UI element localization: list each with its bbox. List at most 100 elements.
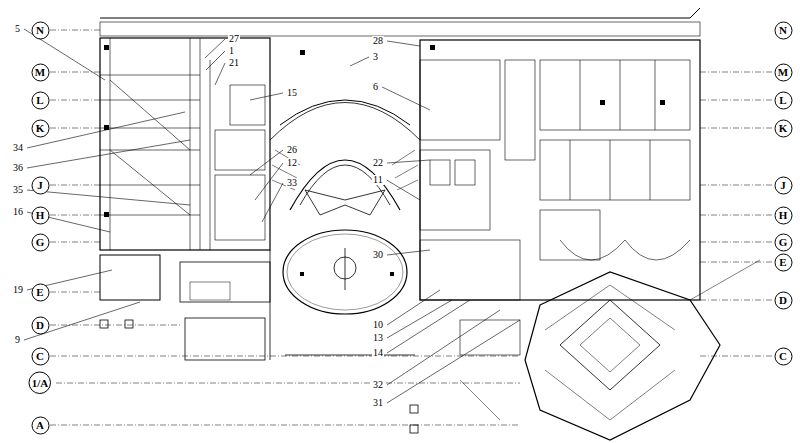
grid-letter: D [774, 295, 793, 306]
callout-number: 22 [372, 158, 384, 168]
grid-bubble: J [31, 176, 50, 195]
grid-bubble: M [31, 63, 50, 82]
grid-bubble: N [31, 21, 50, 40]
callout-number: 35 [12, 185, 24, 195]
leader-line [215, 63, 225, 85]
column-marks [104, 45, 665, 276]
leader-line [27, 140, 190, 168]
grid-letter: G [31, 237, 50, 248]
bubble-circle [775, 92, 792, 109]
bubble-circle [29, 372, 51, 394]
bubble-circle [775, 120, 792, 137]
bubble-circle [32, 317, 49, 334]
leader-line [387, 250, 430, 255]
grid-bubble: G [31, 233, 50, 252]
grid-bubble: M [774, 63, 793, 82]
callout-number: 30 [372, 250, 384, 260]
bubble-circle [775, 234, 792, 251]
bubble-circle [775, 22, 792, 39]
callout-number: 34 [12, 143, 24, 153]
grid-bubble: D [774, 291, 793, 310]
callout-number: 13 [372, 333, 384, 343]
leader-line [387, 41, 420, 46]
leader-line [387, 320, 520, 403]
callout-number: 14 [372, 348, 384, 358]
leader-line [255, 163, 283, 200]
grid-bubble: H [774, 206, 793, 225]
callout-number: 9 [14, 335, 21, 345]
callout-number: 28 [372, 36, 384, 46]
callout-number: 3 [372, 52, 379, 62]
grid-letter: M [774, 67, 793, 78]
leader-line [205, 39, 225, 58]
grid-bubble: L [774, 91, 793, 110]
bubble-circle [775, 292, 792, 309]
leader-line [382, 87, 430, 110]
bubble-circle [775, 207, 792, 224]
bubble-circle [32, 177, 49, 194]
callout-number: 10 [372, 320, 384, 330]
bubble-circle [775, 348, 792, 365]
callout-number: 31 [372, 398, 384, 408]
grid-bubble: A [31, 416, 50, 435]
grid-letter: H [774, 210, 793, 221]
grid-bubble: D [31, 316, 50, 335]
callout-number: 16 [12, 207, 24, 217]
grid-bubble: H [31, 206, 50, 225]
bubble-circle [32, 348, 49, 365]
grid-letter: M [31, 67, 50, 78]
grid-bubble: E [31, 283, 50, 302]
callout-number: 27 [228, 34, 240, 44]
leader-line [250, 150, 283, 175]
grid-letter: L [774, 95, 793, 106]
bubble-circle [775, 177, 792, 194]
grid-bubble: K [31, 119, 50, 138]
grid-letter: N [31, 25, 50, 36]
leader-line [24, 302, 140, 340]
grid-bubble: 1/A [28, 371, 52, 395]
bubble-circle [775, 64, 792, 81]
grid-letter: E [31, 287, 50, 298]
grid-bubble: E [774, 253, 793, 272]
grid-bubble: J [774, 176, 793, 195]
bubble-circle [32, 417, 49, 434]
callout-number: 12 [286, 158, 298, 168]
leader-line [206, 51, 225, 70]
grid-letter: K [31, 123, 50, 134]
callout-number: 11 [372, 175, 384, 185]
grid-letter: D [31, 320, 50, 331]
grid-letter: E [774, 257, 793, 268]
grid-letter: A [31, 420, 50, 431]
grid-letter: J [774, 180, 793, 191]
leader-line [387, 160, 430, 163]
grid-bubble: K [774, 119, 793, 138]
callout-number: 26 [286, 145, 298, 155]
leader-line [250, 93, 283, 100]
leader-line [387, 180, 420, 200]
grid-letter: C [31, 351, 50, 362]
bubble-circle [32, 22, 49, 39]
leader-line [27, 190, 190, 205]
grid-bubble: L [31, 91, 50, 110]
grid-letter: C [774, 351, 793, 362]
grid-letter: G [774, 237, 793, 248]
grid-letter: K [774, 123, 793, 134]
callout-number: 1 [228, 46, 235, 56]
grid-letter: N [774, 25, 793, 36]
callout-number: 15 [286, 88, 298, 98]
bubble-circle [32, 92, 49, 109]
leader-line [262, 183, 283, 222]
bubble-circle [32, 234, 49, 251]
leader-line [387, 310, 500, 385]
grid-bubble: C [774, 347, 793, 366]
leader-line [350, 57, 369, 66]
grid-bubble: C [31, 347, 50, 366]
grid-letter: J [31, 180, 50, 191]
grid-lines [50, 30, 772, 425]
callout-number: 21 [228, 58, 240, 68]
callout-number: 36 [12, 163, 24, 173]
bubble-circle [32, 64, 49, 81]
grid-bubble: N [774, 21, 793, 40]
leader-line [387, 300, 470, 353]
